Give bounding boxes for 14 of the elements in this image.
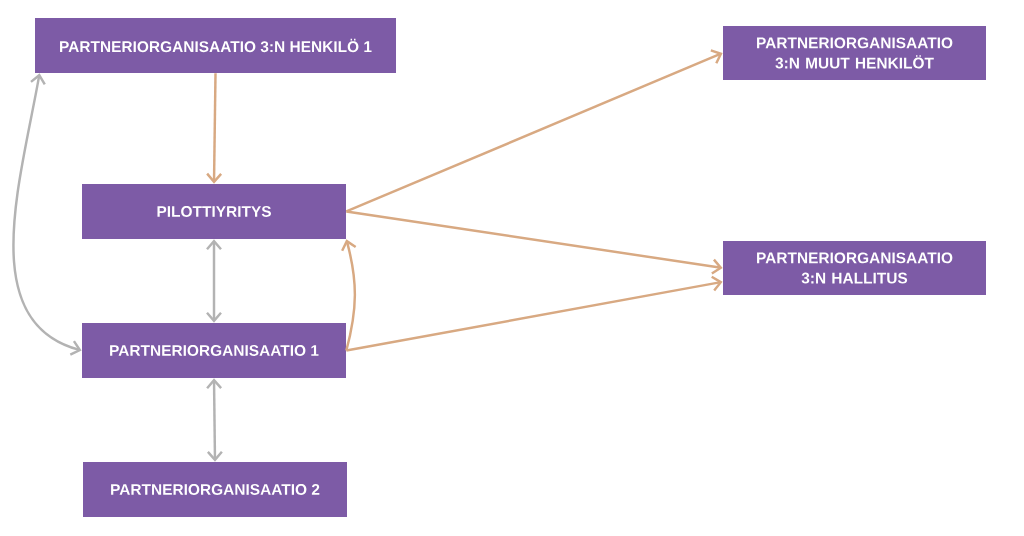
process-box: PILOTTIYRITYS bbox=[82, 184, 346, 239]
arrow bbox=[206, 73, 223, 184]
arrow bbox=[346, 275, 723, 352]
arrow bbox=[346, 210, 723, 275]
process-box: PARTNERIORGANISAATIO 3:N HALLITUS bbox=[723, 241, 986, 295]
process-box: PARTNERIORGANISAATIO 1 bbox=[82, 323, 346, 378]
double-arrow bbox=[206, 239, 222, 323]
process-box: PARTNERIORGANISAATIO 3:N HENKILÖ 1 bbox=[35, 18, 396, 73]
arrow bbox=[345, 49, 723, 213]
double-arrow bbox=[206, 378, 223, 462]
process-box: PARTNERIORGANISAATIO 2 bbox=[83, 462, 347, 517]
curved-arrow bbox=[341, 239, 357, 351]
process-box: PARTNERIORGANISAATIO 3:N MUUT HENKILÖT bbox=[723, 26, 986, 80]
curved-double-arrow bbox=[12, 73, 82, 356]
